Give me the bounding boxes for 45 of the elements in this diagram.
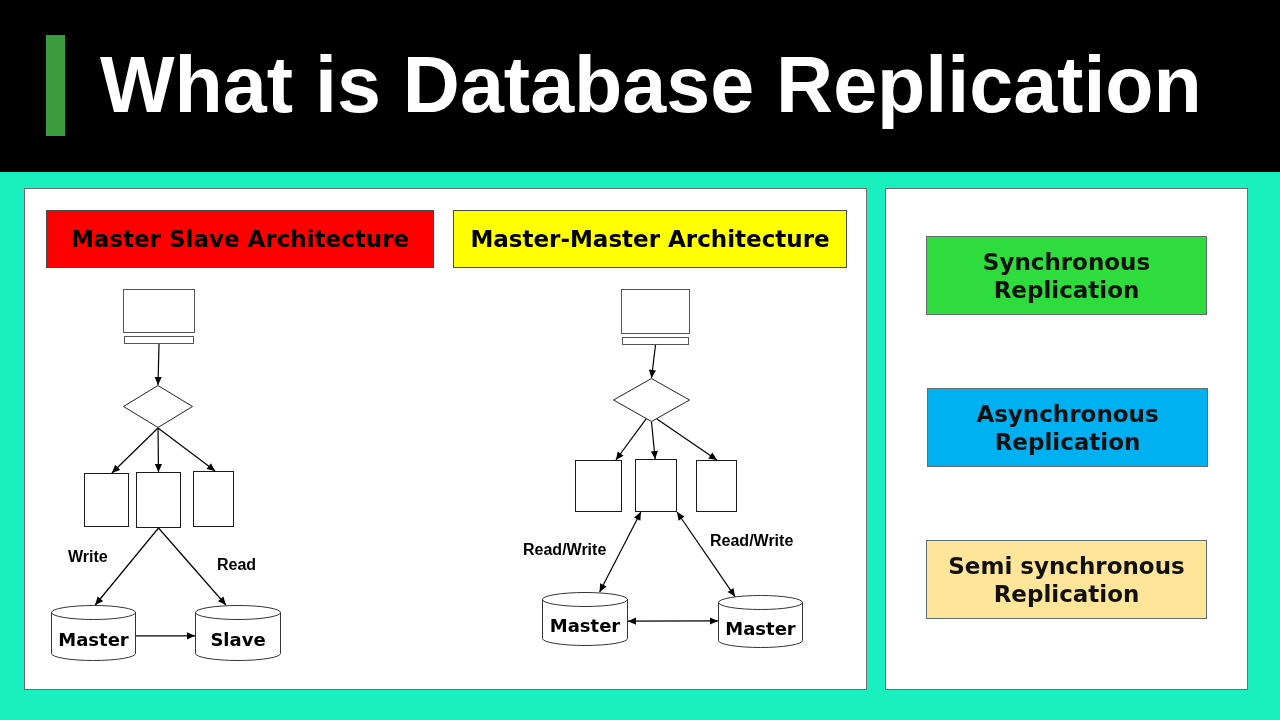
arrow <box>157 527 227 606</box>
arrow <box>154 427 162 473</box>
arrow <box>599 511 642 593</box>
database-cylinder <box>542 592 628 646</box>
process-box <box>696 460 737 512</box>
decision-diamond <box>613 378 690 422</box>
database-cylinder <box>51 605 136 661</box>
content-panel <box>24 188 867 690</box>
arrow <box>676 511 736 598</box>
computer-icon <box>621 289 690 345</box>
decision-diamond <box>123 385 193 428</box>
section-heading: Master-Master Architecture <box>470 225 830 253</box>
database-label: Slave <box>210 629 266 651</box>
arrow <box>135 632 196 640</box>
arrow <box>656 418 718 461</box>
topic-card <box>926 236 1207 315</box>
section-heading-bar <box>453 210 847 268</box>
arrow <box>157 427 216 472</box>
content-panel <box>885 188 1248 690</box>
process-box <box>575 460 622 512</box>
card-title: Asynchronous Replication <box>975 399 1160 456</box>
database-label: Master <box>58 629 129 651</box>
card-title: Synchronous Replication <box>981 247 1152 304</box>
title: What is Database Replication <box>100 39 1202 131</box>
arrow <box>648 344 657 379</box>
card-title: Semi synchronous Replication <box>947 551 1186 608</box>
process-box <box>635 459 677 512</box>
database-cylinder <box>195 605 281 661</box>
arrow <box>650 421 658 460</box>
process-box <box>193 471 234 527</box>
topic-card <box>927 388 1208 467</box>
section-heading: Master Slave Architecture <box>70 225 410 253</box>
arrow <box>111 427 159 474</box>
arrow <box>627 617 719 625</box>
arrow <box>154 343 162 386</box>
database-label: Master <box>549 615 621 637</box>
arrow <box>615 418 647 461</box>
database-cylinder <box>718 595 803 648</box>
process-box <box>84 473 129 527</box>
section-heading-bar <box>46 210 434 268</box>
topic-card <box>926 540 1207 619</box>
arrow <box>94 527 160 606</box>
process-box <box>136 472 181 528</box>
computer-icon <box>123 289 195 344</box>
database-label: Master <box>725 617 796 640</box>
